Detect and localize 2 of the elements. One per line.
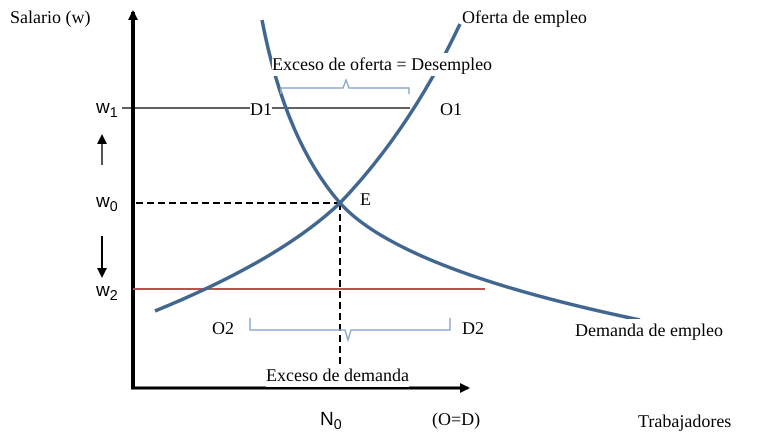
range-label: Exceso de oferta = Desempleo (272, 53, 492, 76)
curve-label: Demanda de empleo (575, 319, 723, 342)
